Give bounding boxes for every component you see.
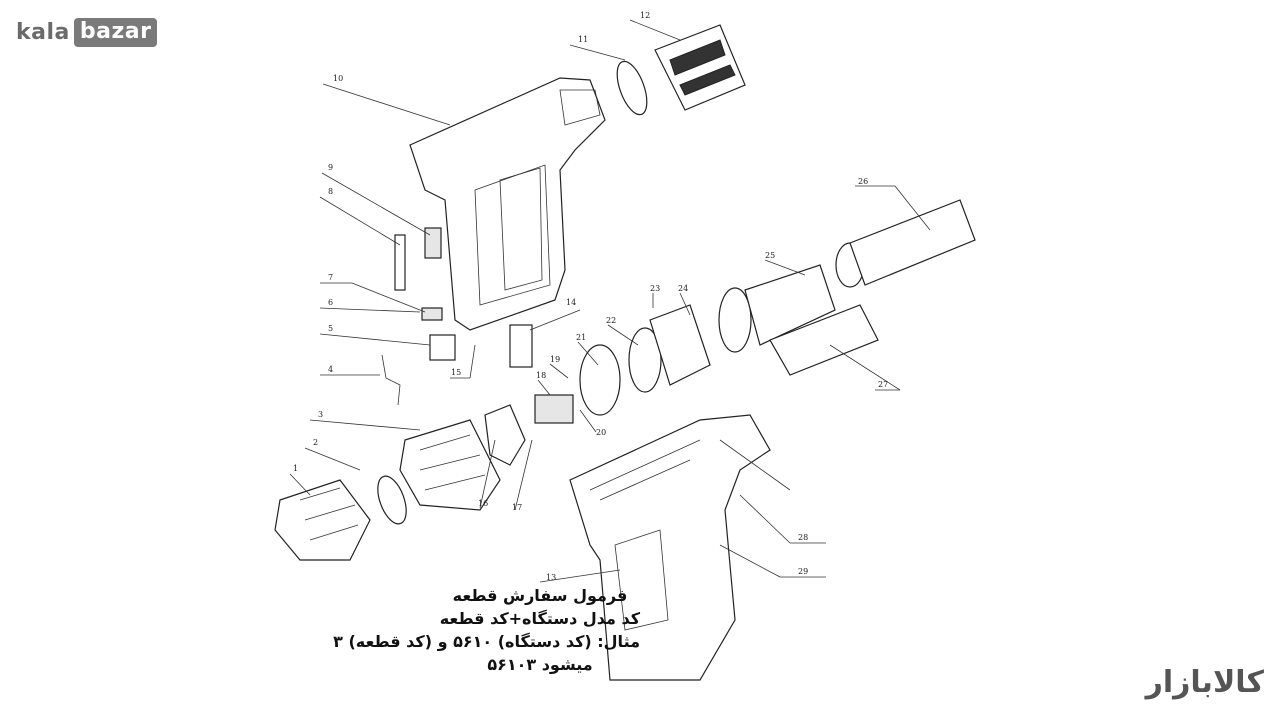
kalabazar-persian-logo: کالابازار	[1145, 665, 1264, 700]
part-number-label: 9	[328, 163, 333, 172]
part-number-label: 13	[546, 573, 556, 582]
part-number-label: 12	[640, 11, 650, 20]
order-note-line1: فرمول سفارش قطعه	[452, 586, 628, 605]
part-number-label: 3	[318, 410, 323, 419]
motor-housing	[399, 419, 501, 511]
fan-part-21	[579, 344, 621, 416]
part-number-label: 16	[478, 499, 488, 508]
order-formula-note: فرمول سفارش قطعه کد مدل دستگاه+کد قطعه م…	[333, 584, 640, 676]
part-number-label: 1	[293, 464, 298, 473]
cord-part-4	[381, 354, 401, 406]
fan-part-16	[484, 404, 526, 466]
part-number-label: 22	[606, 316, 616, 325]
part-labels: 10 11 12 9 8 7 6 5 4 3 2 1 15 14 16 17 1…	[289, 11, 931, 583]
part-number-label: 26	[858, 177, 868, 186]
part-number-label: 11	[578, 35, 588, 44]
outer-tube	[835, 199, 976, 288]
part-number-label: 28	[798, 533, 808, 542]
part-number-label: 24	[678, 284, 688, 293]
rear-cover	[274, 479, 371, 561]
housing-right-half	[569, 414, 771, 681]
part-number-label: 18	[536, 371, 546, 380]
order-note-line4: میشود ۵۶۱۰۳	[487, 655, 593, 674]
part-6	[421, 307, 443, 321]
bracket-part-8	[394, 234, 406, 291]
heating-element	[718, 264, 836, 353]
part-number-label: 10	[333, 74, 343, 83]
nozzle-ring	[616, 60, 648, 116]
part-number-label: 14	[566, 298, 576, 307]
logo-kala-text: kala	[16, 19, 70, 45]
part-number-label: 8	[328, 187, 333, 196]
part-number-label: 21	[576, 333, 586, 342]
logo-bazar-text: bazar	[73, 17, 158, 47]
part-number-label: 29	[798, 567, 808, 576]
part-number-label: 4	[328, 365, 333, 374]
ring-part-2	[377, 475, 407, 525]
order-note-line3: مثال: (کد دستگاه) ۵۶۱۰ و (کد قطعه) ۳	[333, 632, 640, 651]
part-number-label: 7	[328, 273, 333, 282]
part-number-label: 19	[550, 355, 560, 364]
shield-part-24	[649, 304, 711, 386]
motor-part-18	[534, 394, 574, 424]
part-number-label: 20	[596, 428, 606, 437]
nozzle-cap	[654, 24, 746, 111]
terminal-block-5	[429, 334, 456, 361]
part-number-label: 15	[451, 368, 461, 377]
order-note-line2: کد مدل دستگاه+کد قطعه	[439, 609, 640, 628]
tube-part-14	[509, 324, 533, 368]
part-number-label: 2	[313, 438, 318, 447]
part-number-label: 6	[328, 298, 333, 307]
part-number-label: 27	[878, 380, 888, 389]
mica-tube	[769, 304, 879, 376]
switch-part-9	[424, 227, 442, 259]
part-number-label: 5	[328, 324, 333, 333]
kalabazar-logo: kala bazar	[16, 16, 158, 48]
part-number-label: 17	[512, 503, 522, 512]
housing-left-half	[409, 77, 606, 331]
part-number-label: 23	[650, 284, 660, 293]
part-number-label: 25	[765, 251, 775, 260]
